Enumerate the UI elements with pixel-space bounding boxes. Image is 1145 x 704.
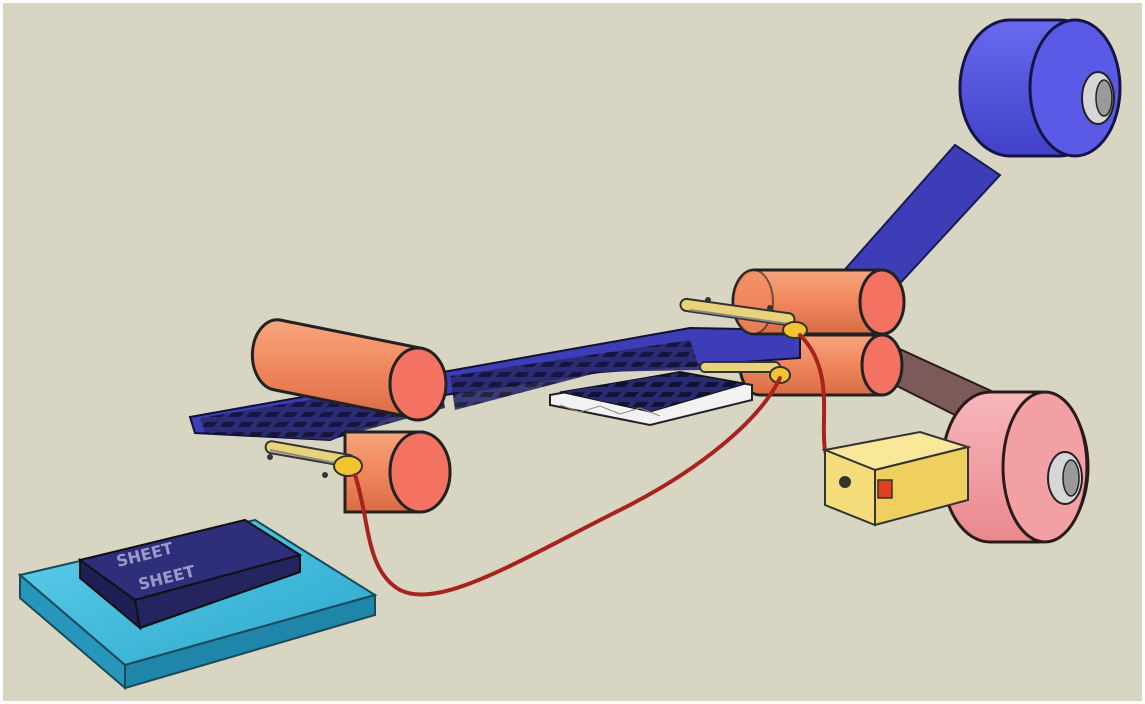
cable-left-heater — [353, 376, 782, 597]
right-upper-heater — [679, 297, 808, 339]
right-upper-roller — [731, 268, 906, 336]
control-box — [821, 430, 972, 527]
left-upper-roller — [250, 318, 448, 422]
film-printed-area-2 — [450, 340, 700, 410]
takeup-roll — [940, 390, 1090, 544]
supply-roll — [958, 18, 1122, 158]
left-lower-roller — [343, 430, 452, 514]
power-switch — [877, 479, 893, 499]
sheet-tray — [549, 370, 753, 427]
right-lower-heater — [699, 361, 791, 384]
left-heater — [264, 440, 363, 478]
power-connector — [839, 476, 851, 488]
